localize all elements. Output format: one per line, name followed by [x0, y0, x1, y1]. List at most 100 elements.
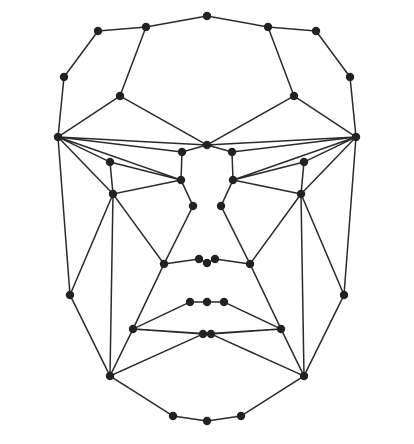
edge-eye-outer-lower-right--jaw-right	[300, 193, 305, 377]
node-lower-lip-left	[198, 329, 208, 339]
edge-eye-outer-lower-right--cheek-right	[300, 193, 345, 296]
mesh-nodes	[53, 11, 361, 426]
edge-inner-brow-right--glabella	[206, 144, 233, 153]
edge-inner-brow-right--eye-inner-right	[231, 151, 234, 181]
edge-cheek-left--jaw-left	[69, 294, 111, 377]
edge-eye-outer-lower-left--nose-wing-left	[112, 193, 165, 265]
edge-temple-left--eye-inner-left	[57, 136, 182, 181]
edge-eye-outer-upper-right--eye-inner-right	[232, 161, 305, 181]
edge-temple-left--cheek-left	[57, 136, 71, 296]
node-forehead-corner-right	[311, 26, 321, 36]
edge-forehead-corner-left--forehead-top-left	[97, 26, 147, 32]
edge-eye-outer-lower-left--cheek-left	[69, 193, 114, 296]
edge-temple-right--eye-outer-upper-right	[303, 136, 357, 163]
node-nose-bridge-left	[188, 201, 198, 211]
node-upper-lip-center	[202, 297, 212, 307]
edge-eye-inner-left--nose-bridge-left	[180, 179, 194, 207]
edge-brow-mid-right--glabella	[206, 95, 295, 146]
edge-mouth-corner-left--upper-lip-left	[132, 301, 191, 330]
node-nostril-right	[210, 254, 220, 264]
node-temple-upper-right	[345, 72, 355, 82]
node-chin-right	[236, 411, 246, 421]
edge-jaw-right--lower-lip-right	[210, 333, 305, 377]
edge-eye-inner-right--nose-bridge-right	[220, 179, 234, 207]
node-inner-brow-right	[227, 147, 237, 157]
node-nostril-left	[194, 254, 204, 264]
edge-forehead-corner-left--temple-upper-left	[63, 30, 99, 78]
node-brow-mid-right	[289, 91, 299, 101]
node-temple-left	[53, 132, 63, 142]
edge-nose-wing-left--mouth-corner-left	[132, 263, 165, 330]
edge-inner-brow-left--eye-inner-left	[180, 151, 183, 181]
node-eye-outer-upper-right	[299, 157, 309, 167]
edge-temple-right--glabella	[206, 136, 357, 146]
edge-upper-lip-right--mouth-corner-right	[223, 301, 282, 330]
edge-brow-mid-left--glabella	[119, 95, 208, 146]
node-glabella	[202, 140, 212, 150]
edge-temple-right--eye-inner-right	[232, 136, 357, 181]
edge-temple-right--cheek-right	[343, 136, 357, 296]
edge-cheek-right--jaw-right	[303, 294, 345, 377]
edge-eye-outer-lower-left--eye-inner-left	[112, 179, 182, 195]
node-forehead-top-right	[263, 22, 273, 32]
edge-nose-bridge-right--nose-wing-right	[220, 205, 251, 265]
node-eye-inner-right	[228, 175, 238, 185]
edge-eye-outer-lower-right--eye-inner-right	[232, 179, 302, 195]
node-nose-tip	[202, 258, 212, 268]
node-eye-outer-lower-right	[296, 189, 306, 199]
edge-forehead-top-center--forehead-top-right	[206, 15, 269, 28]
edge-eye-outer-upper-left--eye-outer-lower-left	[109, 161, 114, 195]
node-upper-lip-right	[219, 297, 229, 307]
node-eye-outer-lower-left	[108, 189, 118, 199]
node-forehead-top-left	[141, 22, 151, 32]
edge-nose-bridge-left--nose-wing-left	[163, 205, 194, 265]
edge-forehead-top-left--brow-mid-left	[119, 26, 147, 97]
edge-forehead-top-right--brow-mid-right	[267, 26, 295, 97]
node-temple-right	[351, 132, 361, 142]
edge-inner-brow-left--glabella	[181, 144, 208, 153]
mesh-edges	[57, 15, 357, 422]
edge-temple-left--eye-outer-upper-left	[57, 136, 111, 163]
node-temple-upper-left	[59, 72, 69, 82]
edge-forehead-corner-right--temple-upper-right	[315, 30, 351, 78]
node-upper-lip-left	[185, 297, 195, 307]
edge-eye-outer-lower-right--nose-wing-right	[249, 193, 302, 265]
edge-brow-mid-left--temple-left	[57, 95, 121, 138]
edge-chin-right--jaw-right	[240, 375, 305, 417]
edge-forehead-top-right--forehead-corner-right	[267, 26, 317, 32]
edge-nose-wing-right--mouth-corner-right	[249, 263, 282, 330]
node-nose-wing-left	[159, 259, 169, 269]
node-jaw-right	[299, 371, 309, 381]
node-chin-center	[202, 416, 212, 426]
edge-temple-upper-left--temple-left	[57, 76, 65, 138]
edge-temple-right--inner-brow-right	[231, 136, 357, 153]
edge-temple-left--inner-brow-left	[57, 136, 183, 153]
edge-chin-left--chin-center	[172, 415, 208, 422]
node-cheek-right	[339, 290, 349, 300]
edge-nose-wing-left--nostril-left	[163, 258, 200, 265]
edge-temple-left--glabella	[57, 136, 208, 146]
node-forehead-corner-left	[93, 26, 103, 36]
node-chin-left	[168, 411, 178, 421]
edge-eye-outer-upper-left--eye-inner-left	[109, 161, 182, 181]
node-nose-wing-right	[245, 259, 255, 269]
node-eye-outer-upper-left	[105, 157, 115, 167]
node-cheek-left	[65, 290, 75, 300]
node-forehead-top-center	[202, 11, 212, 21]
node-eye-inner-left	[176, 175, 186, 185]
edge-eye-outer-upper-right--eye-outer-lower-right	[300, 161, 305, 195]
edge-mouth-corner-left--jaw-left	[109, 328, 134, 377]
node-nose-bridge-right	[216, 201, 226, 211]
edge-lower-lip-left--mouth-corner-right	[202, 328, 282, 335]
edge-brow-mid-right--temple-right	[293, 95, 357, 138]
edge-forehead-top-left--forehead-top-center	[145, 15, 208, 28]
edge-jaw-left--chin-left	[109, 375, 174, 417]
edge-chin-center--chin-right	[206, 415, 242, 422]
edge-eye-outer-lower-left--jaw-left	[109, 193, 114, 377]
edge-nostril-right--nose-wing-right	[214, 258, 251, 265]
edge-temple-left--eye-outer-lower-left	[57, 136, 114, 195]
edge-jaw-left--lower-lip-left	[109, 333, 204, 377]
node-brow-mid-left	[115, 91, 125, 101]
